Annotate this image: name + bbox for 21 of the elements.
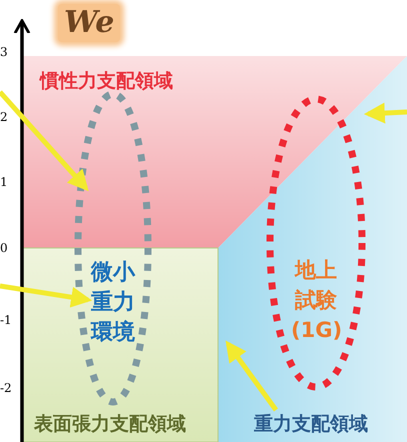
region-label: 慣性力支配領域 [40,69,173,94]
ellipse-label: 地上試験(1G) [291,257,341,344]
dotted-ellipse [74,90,152,406]
arrow [226,340,278,412]
dotted-ellipse [266,95,366,391]
region-label: 表面張力支配領域 [34,412,186,437]
gravity-region [218,56,407,442]
arrow [0,284,92,308]
surface-tension-region [22,248,218,442]
ellipse-label: 微小重力環境 [90,259,136,347]
tick-label: 1 [0,174,8,190]
tick-label: -2 [0,380,12,396]
arrow [364,102,407,124]
region-label: 重力支配領域 [254,412,368,437]
title: We [58,4,120,42]
tick-label: 2 [0,109,8,125]
inertia-region [22,56,407,248]
tick-label: -1 [0,312,12,328]
tick-label: 3 [0,44,8,60]
arrow [0,90,89,192]
tick-label: 0 [0,240,8,256]
